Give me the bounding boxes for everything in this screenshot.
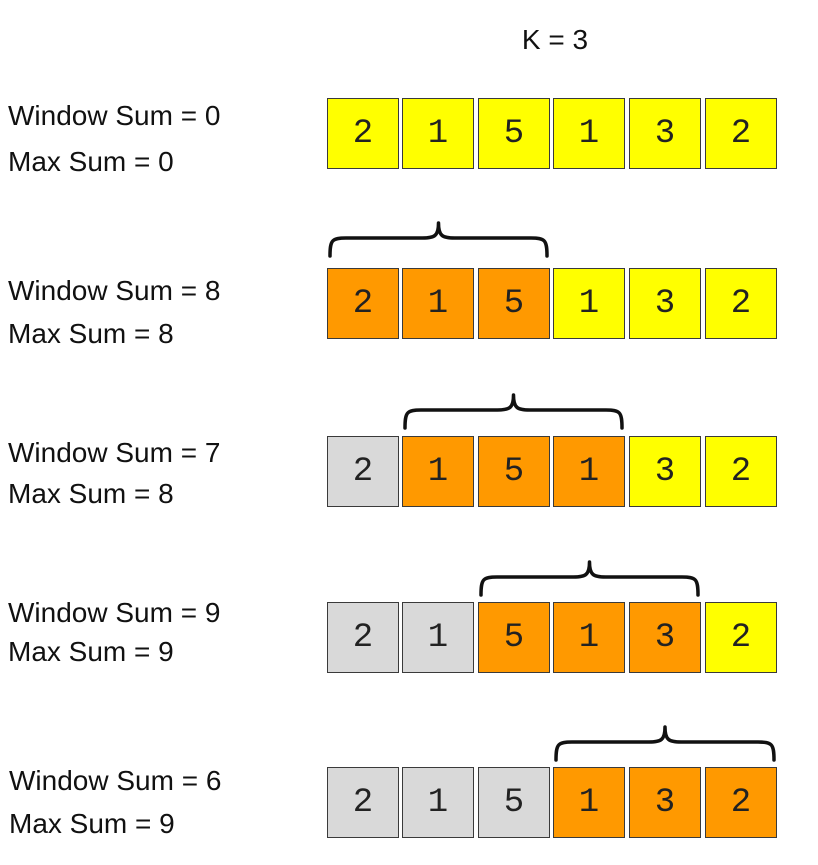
window-brace [554,725,776,762]
array-cell-unvisited: 1 [402,98,474,169]
array-cell-passed: 1 [402,767,474,838]
array-cell-unvisited: 1 [553,268,625,339]
array-cell-unvisited: 2 [705,98,777,169]
window-sum-label: Window Sum = 0 [8,100,221,131]
array-cell-window: 5 [478,436,550,507]
max-sum-label: Max Sum = 9 [8,636,174,667]
array-cell-unvisited: 2 [705,268,777,339]
array-cell-unvisited: 5 [478,98,550,169]
array-cell-unvisited: 2 [327,98,399,169]
window-brace [403,393,624,430]
max-sum-label: Max Sum = 8 [8,478,174,509]
array-cell-unvisited: 3 [629,98,701,169]
array-cell-unvisited: 3 [629,436,701,507]
array-cell-window: 1 [553,767,625,838]
window-brace [328,221,549,258]
max-sum-label: Max Sum = 9 [9,808,175,839]
array-cell-unvisited: 2 [705,602,777,673]
array-cell-unvisited: 2 [705,436,777,507]
window-sum-label: Window Sum = 7 [8,437,221,468]
array-cell-window: 2 [327,268,399,339]
max-sum-label: Max Sum = 8 [8,318,174,349]
array-cell-window: 5 [478,268,550,339]
array-cell-window: 1 [402,436,474,507]
array-cell-passed: 5 [478,767,550,838]
array-cell-window: 1 [402,268,474,339]
array-cell-unvisited: 1 [553,98,625,169]
window-sum-label: Window Sum = 9 [8,597,221,628]
k-label: K = 3 [521,24,589,55]
array-cell-passed: 1 [402,602,474,673]
array-cell-window: 2 [705,767,777,838]
array-cell-window: 3 [629,602,701,673]
array-cell-window: 5 [478,602,550,673]
window-brace [479,560,700,597]
array-cell-passed: 2 [327,436,399,507]
array-cell-unvisited: 3 [629,268,701,339]
array-cell-passed: 2 [327,767,399,838]
window-sum-label: Window Sum = 6 [9,765,222,796]
array-cell-window: 3 [629,767,701,838]
array-cell-window: 1 [553,602,625,673]
array-cell-passed: 2 [327,602,399,673]
max-sum-label: Max Sum = 0 [8,146,174,177]
array-cell-window: 1 [553,436,625,507]
window-sum-label: Window Sum = 8 [8,275,221,306]
